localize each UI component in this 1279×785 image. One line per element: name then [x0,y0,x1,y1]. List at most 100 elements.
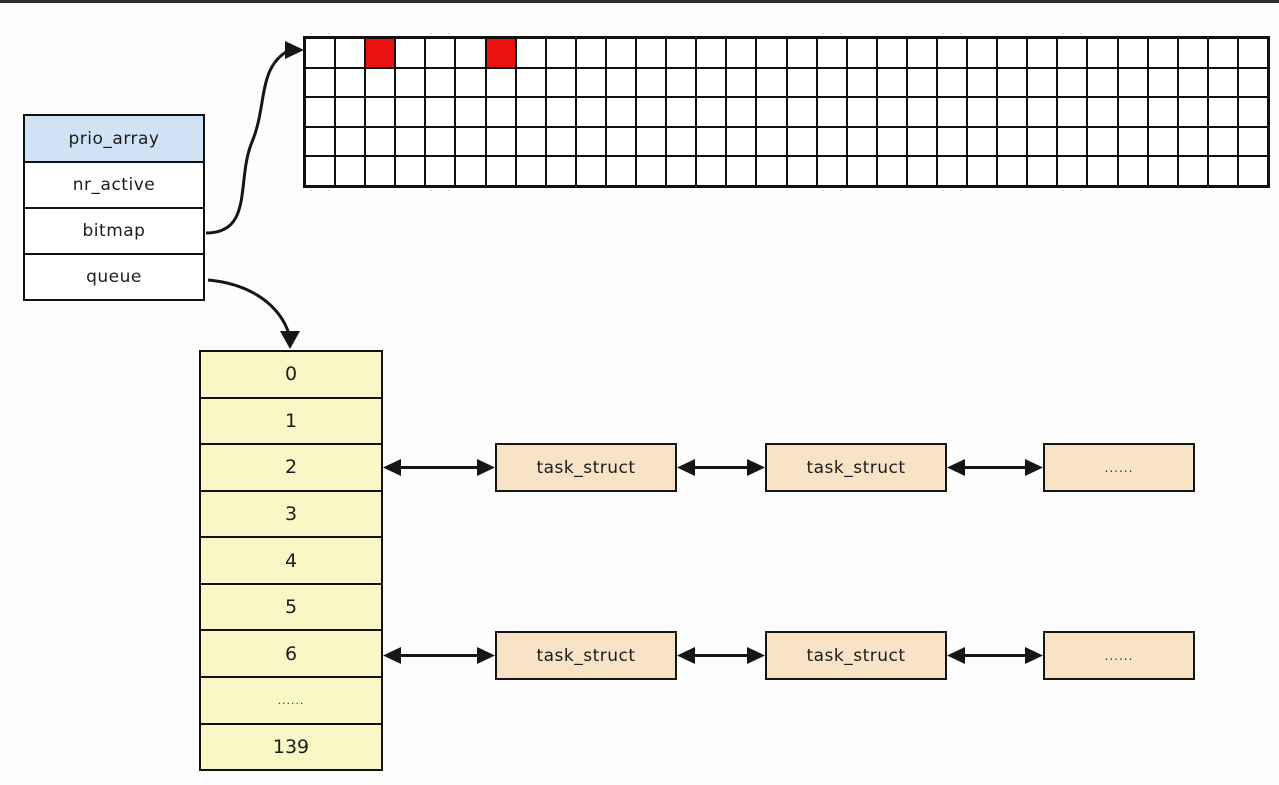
bitmap-cell [906,156,937,186]
bitmap-cell [575,67,606,98]
bitmap-cell [305,38,336,68]
bitmap-cell [1207,38,1238,68]
bitmap-cell [997,97,1028,127]
bitmap-cell [605,156,637,186]
bitmap-cell [936,126,968,157]
bitmap-cell [666,126,697,157]
bitmap-cell [786,156,817,186]
bitmap-cell [335,156,366,186]
queue-cell-ellipsis: ...... [201,677,381,725]
bitmap-cell [395,156,426,186]
bitmap-cell [485,156,516,186]
bitmap-cell [636,67,667,98]
bitmap-cell [1147,97,1178,127]
bitmap-cell [395,126,426,157]
task-node-queue-6-1: task_struct [765,631,947,680]
bitmap-cell [997,67,1028,98]
bitmap-cell [696,38,727,68]
bitmap-cell [1177,38,1208,68]
bitmap-cell [1207,156,1238,186]
bitmap-cell [846,67,877,98]
bitmap-cell [1027,126,1058,157]
bitmap-cell [1057,67,1088,98]
bitmap-cell [816,97,847,127]
bitmap-cell [305,126,336,157]
bitmap-cell [455,38,486,68]
bitmap-cell [575,156,606,186]
bitmap-cell [365,126,396,157]
bitmap-cell [997,38,1028,68]
bitmap-cell [605,97,637,127]
bitmap-cell [636,97,667,127]
bitmap-cell [1027,156,1058,186]
struct-field-queue: queue [25,255,203,300]
bitmap-cell [395,67,426,98]
queue-cell-139: 139 [201,724,381,770]
bitmap-cell [515,126,546,157]
bitmap-cell [997,156,1028,186]
bitmap-cell [846,97,877,127]
bitmap-cell [1177,67,1208,98]
bitmap-cell [756,97,787,127]
bitmap-cell [425,97,456,127]
bitmap-cell [967,156,998,186]
bitmap-cell [1177,126,1208,157]
bitmap-cell [726,126,757,157]
bitmap-cell [786,126,817,157]
bitmap-cell [425,67,456,98]
bitmap-cell [1177,156,1208,186]
bitmap-cell [1087,38,1118,68]
bitmap-cell [666,156,697,186]
bitmap-cell [696,97,727,127]
task-node-queue-6-0: task_struct [495,631,677,680]
bitmap-cell [425,126,456,157]
bitmap-cell-set [485,38,516,68]
bitmap-cell [696,67,727,98]
bitmap-cell [816,126,847,157]
bitmap-cell [1207,97,1238,127]
bitmap-cell [876,156,907,186]
bitmap-cell [876,38,907,68]
bitmap-cell [1117,67,1148,98]
bitmap-cell [455,126,486,157]
task-node-ellipsis-queue-6: ...... [1043,631,1195,680]
bitmap-cell [1117,38,1148,68]
bitmap-cell [1237,97,1268,127]
bitmap-cell [936,38,968,68]
bitmap-cell [1147,38,1178,68]
task-node-ellipsis-queue-2: ...... [1043,443,1195,492]
bitmap-cell [906,126,937,157]
bitmap-cell [666,38,697,68]
bitmap-cell [846,126,877,157]
struct-field-bitmap: bitmap [25,209,203,256]
bitmap-cell [1117,156,1148,186]
bitmap-cell [636,156,667,186]
bitmap-cell [726,38,757,68]
bitmap-cell [876,67,907,98]
bitmap-cell [545,38,576,68]
bitmap-cell [515,156,546,186]
bitmap-cell [305,97,336,127]
bitmap-cell [1087,97,1118,127]
bitmap-cell [967,97,998,127]
queue-cell-6: 6 [201,631,381,678]
bitmap-cell [846,156,877,186]
struct-field-nr_active: nr_active [25,163,203,210]
bitmap-grid [303,36,1270,188]
struct-title-prio-array: prio_array [25,116,203,164]
bitmap-cell [1207,67,1238,98]
bitmap-cell [1237,38,1268,68]
bitmap-cell [786,38,817,68]
bitmap-cell [515,97,546,127]
bitmap-cell [816,67,847,98]
bitmap-cell [1177,97,1208,127]
bitmap-cell [605,67,637,98]
bitmap-cell [425,38,456,68]
bitmap-cell [636,126,667,157]
bitmap-cell [1087,156,1118,186]
bitmap-cell [696,126,727,157]
bitmap-cell [906,67,937,98]
bitmap-cell [1147,156,1178,186]
